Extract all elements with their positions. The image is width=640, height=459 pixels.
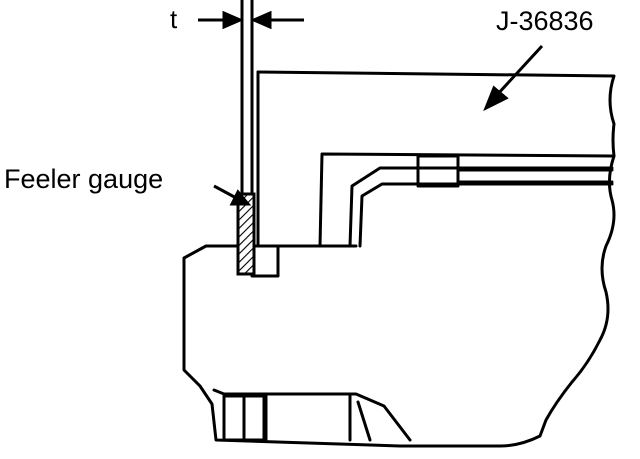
feeler-leader-arrowhead (229, 189, 252, 206)
break-line-right (498, 154, 616, 448)
feeler-gauge-label: Feeler gauge (4, 164, 164, 194)
tool-leader-arrowhead (483, 85, 509, 112)
feeler-gauge-tip (236, 192, 256, 276)
dimension-arrowhead-right (250, 10, 272, 30)
lower-recess-slot-a (222, 394, 246, 442)
channel-lines (456, 168, 614, 184)
dimension-arrowhead-left (222, 10, 244, 30)
thickness-label: t (170, 4, 178, 34)
tool-number-label: J-36836 (496, 6, 594, 36)
housing-outline (182, 244, 502, 448)
tool-step-outline (256, 70, 614, 248)
lower-recess-inner (264, 394, 372, 442)
gauge-block (250, 244, 280, 278)
channel-insert (416, 154, 460, 188)
tool-upper-body-outline (256, 70, 616, 158)
lower-recess (212, 388, 412, 442)
tool-leader-line (494, 44, 544, 98)
feeler-gauge-shaft (240, 0, 254, 194)
tool-channel (348, 166, 614, 248)
lower-recess-slot-b (242, 394, 266, 442)
